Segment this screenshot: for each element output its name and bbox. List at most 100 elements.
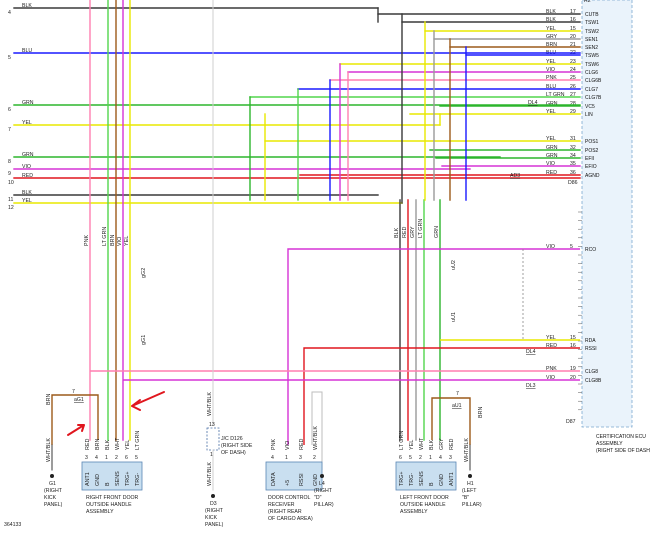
ecu-wire-color: GRN (546, 145, 558, 151)
ground-location: (RIGHT (314, 488, 333, 494)
ecu-wire-color: BLU (546, 84, 556, 90)
ground-location: "D" (314, 495, 322, 501)
ecu-bottom-pin-name: RDA (585, 338, 596, 344)
left_front-pin-name: B (429, 482, 435, 486)
ecu-pin-name: EFIO (585, 164, 597, 170)
door_control-name-line: RECEIVER (268, 502, 295, 508)
ground-code: D3 (210, 501, 217, 507)
wire-l4-ground (311, 391, 323, 470)
splice-dl3: DL3 (526, 383, 536, 389)
jc-pin-top: 13 (209, 422, 215, 428)
door_control-wire-label: WHT/BLK (313, 426, 319, 450)
connector-uu2: uU2 (451, 260, 457, 270)
left_front-pin-number: 6 (399, 455, 402, 461)
ground-location: PILLAR) (314, 502, 334, 508)
harness-right-color: RED (402, 227, 408, 238)
left_front-pin-number: 1 (429, 455, 432, 461)
ecu-bottom-pin-name: RSSI (585, 346, 597, 352)
ecu-bottom-pin-name: RCO (585, 247, 596, 253)
ground-symbol-g1 (50, 474, 54, 478)
ecu-pin-number: 36 (570, 170, 576, 176)
door_control-name-line: OF CARGO AREA) (268, 516, 313, 522)
door_control-name-line: (RIGHT REAR (268, 509, 302, 515)
right_front-pin-number: 1 (105, 455, 108, 461)
ecu-pin-name: SEN1 (585, 37, 598, 43)
ecu-wire-color: PNK (546, 75, 557, 81)
left_front-pin-name: TRG- (409, 473, 415, 486)
door_control-pin-number: 2 (313, 455, 316, 461)
right_front-pin-number: 4 (95, 455, 98, 461)
ecu-pin-name: CLG7B (585, 95, 602, 101)
label-g1-wire: WHT/BLK (46, 438, 52, 462)
ecu-bottom-wire-color: RED (546, 343, 557, 349)
harness-left-color: LT GRN (102, 227, 108, 246)
left-wire-color: YEL (22, 120, 32, 126)
ecu-pin-name: TSW1 (585, 20, 599, 26)
ecu-wire-color: BLK (546, 9, 556, 15)
left_front-name-line: ASSEMBLY (400, 509, 428, 515)
harness-left-color: BRN (110, 235, 116, 246)
ecu-bottom-pin-name: CLG8B (585, 378, 602, 384)
left_front-pin-number: 3 (449, 455, 452, 461)
ground-location: PILLAR) (462, 502, 482, 508)
left-wire-number: 8 (8, 159, 11, 165)
ecu-bottom-wire-color: VIO (546, 375, 555, 381)
right_front-wire-label: RED (85, 439, 91, 450)
right_front-pin-number: 2 (115, 455, 118, 461)
ecu-connector-bottom: D87 (566, 419, 576, 425)
right_front-pin-name: TRG- (135, 473, 141, 486)
ecu-name-line: (RIGHT SIDE OF DASH) (596, 448, 650, 454)
connector-uu1: uU1 (451, 312, 457, 322)
left-wire-color: GRN (22, 100, 34, 106)
right_front-wire-label: YEL (125, 440, 131, 450)
left-wire-color: BLK (22, 3, 32, 9)
ecu-wire-color: YEL (546, 136, 556, 142)
right_front-pin-name: GND (95, 474, 101, 486)
left-wire-color: BLU (22, 48, 32, 54)
ecu-wire-color: YEL (546, 26, 556, 32)
ecu-pin-number: 31 (570, 136, 576, 142)
ecu-box (581, 0, 633, 428)
ecu-pin-name: AGND (585, 173, 600, 179)
left_front-wire-label: RED (449, 439, 455, 450)
connector-box-door_control (265, 461, 323, 491)
ecu-pin-name: CUTB (585, 12, 599, 18)
ecu-bottom-pin-number: 20 (570, 375, 576, 381)
ground-location: "B" (462, 495, 469, 501)
left-wire-color: RED (22, 173, 33, 179)
connector-box-left_front (395, 461, 457, 491)
harness-right-color: BLK (394, 227, 400, 238)
ecu-wire-color: VIO (546, 161, 555, 167)
left_front-pin-number: 4 (439, 455, 442, 461)
ecu-pin-number: 25 (570, 75, 576, 81)
door_control-name-line: DOOR CONTROL (268, 495, 310, 501)
left-wire-color: BLK (22, 190, 32, 196)
left-wire-number: 4 (8, 10, 11, 16)
splice-pin-7b: 7 (456, 391, 459, 397)
left-wire-color: GRN (22, 152, 34, 158)
wire-rco-vio (287, 248, 580, 445)
red-annotation-arrow-left (67, 424, 85, 436)
ecu-pin-number: 28 (570, 101, 576, 107)
left_front-pin-name: GND (439, 474, 445, 486)
wire-brn-right (431, 397, 471, 445)
ecu-top-label: R2 (584, 0, 591, 4)
ecu-pin-name: CLG6B (585, 78, 602, 84)
ecu-wire-color: BRN (546, 42, 557, 48)
ecu-pin-name: CLG6 (585, 70, 598, 76)
left_front-wire-label: LT GRN (399, 431, 405, 450)
door_control-wire-label: VIO (285, 441, 291, 450)
jc-label-line: OF DASH) (221, 450, 246, 456)
harness-left-color: PNK (84, 235, 90, 246)
left_front-wire-label: GRY (439, 438, 445, 450)
ground-symbol-d3 (211, 494, 215, 498)
left_front-pin-name: TRG+ (399, 471, 405, 486)
left_front-pin-number: 5 (409, 455, 412, 461)
door_control-pin-name: GND (313, 474, 319, 486)
connector-gg1: gG1 (141, 335, 147, 345)
ecu-wire-color: RED (546, 170, 557, 176)
ecu-bottom-wire-color: PNK (546, 366, 557, 372)
ecu-pin-number: 15 (570, 26, 576, 32)
